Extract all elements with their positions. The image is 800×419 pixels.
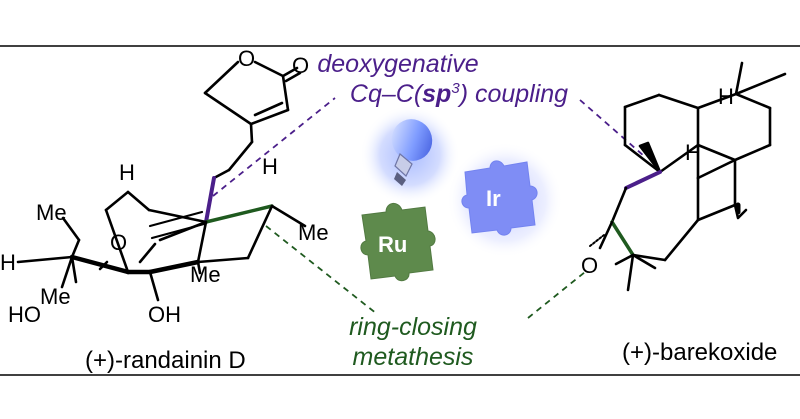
randainin-h-left: H (0, 250, 16, 275)
metathesis-line1: ring-closing (349, 313, 477, 341)
randainin-oh: OH (148, 302, 181, 327)
randainin-me-bottom: Me (40, 284, 71, 309)
metathesis-label: ring-closing metathesis (349, 313, 477, 371)
connector-lines (212, 97, 645, 319)
randainin-h-right: H (262, 154, 278, 179)
rcm-dash-left (265, 225, 378, 315)
barekoxide-name: (+)-barekoxide (622, 339, 777, 366)
barekoxide-labels: H H O (+)-barekoxide (581, 84, 777, 366)
randainin-me-center: Me (190, 262, 221, 287)
rcm-dash-right (527, 271, 586, 319)
barekoxide-h-mid: H (685, 140, 701, 165)
coupling-label: deoxygenative Cq–C(sp3) coupling (317, 50, 568, 108)
coupling-dash-right (579, 99, 645, 157)
randainin-me-right: Me (298, 220, 329, 245)
barekoxide-structure (589, 61, 787, 292)
light-bulb-icon (360, 105, 460, 205)
coupling-dash-left (212, 97, 336, 197)
metathesis-line2: metathesis (353, 343, 474, 371)
ir-label: Ir (486, 186, 501, 211)
ir-puzzle-icon: Ir (447, 142, 563, 258)
randainin-me-left: Me (36, 200, 67, 225)
randainin-bridge-o: O (110, 230, 127, 255)
randainin-carbonyl-o: O (292, 53, 309, 78)
randainin-h-top: H (119, 160, 135, 185)
barekoxide-epoxy-o: O (581, 253, 598, 278)
randainin-name: (+)-randainin D (85, 347, 246, 374)
randainin-labels: O O H H Me Me O Me H Me HO OH (+)-randai… (0, 46, 329, 374)
coupling-line2: Cq–C(sp3) coupling (350, 80, 568, 108)
barekoxide-h-top: H (718, 84, 734, 109)
randainin-lactone-o: O (238, 46, 255, 71)
randainin-structure (16, 60, 307, 302)
randainin-ho: HO (8, 302, 41, 327)
coupling-line1: deoxygenative (317, 50, 478, 78)
ru-puzzle-icon: Ru (360, 203, 436, 282)
ru-label: Ru (378, 232, 407, 257)
